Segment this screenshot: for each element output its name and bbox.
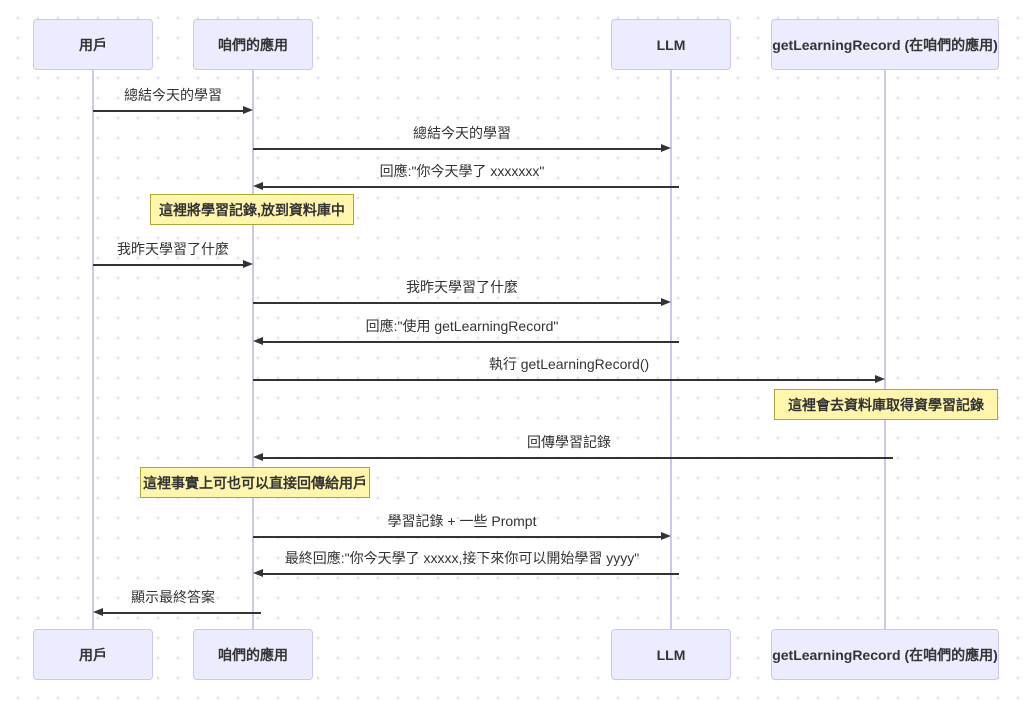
actor-box-top-record: getLearningRecord (在咱們的應用) [771,19,999,70]
note-app: 這裡將學習記錄,放到資料庫中 [150,194,354,225]
message-line [253,148,663,150]
lifeline-llm [670,70,672,630]
actor-label: 用戶 [79,646,107,663]
arrowhead-icon [875,375,885,383]
actor-box-top-user: 用戶 [33,19,153,70]
arrowhead-icon [243,106,253,114]
arrowhead-icon [253,182,263,190]
lifeline-app [252,70,254,630]
arrowhead-icon [661,144,671,152]
arrowhead-icon [93,608,103,616]
message-line [101,612,261,614]
message-label: 總結今天的學習 [413,125,511,141]
message-label: 最終回應:"你今天學了 xxxxx,接下來你可以開始學習 yyyy" [284,550,640,566]
note-app: 這裡事實上可也可以直接回傳給用戶 [140,467,370,498]
actor-label: 咱們的應用 [218,646,288,663]
actor-label: 用戶 [79,36,107,53]
message-line [93,110,245,112]
message-label: 總結今天的學習 [124,87,222,103]
lifeline-user [92,70,94,630]
actor-box-bottom-user: 用戶 [33,629,153,680]
arrowhead-icon [253,337,263,345]
actor-label: getLearningRecord (在咱們的應用) [772,646,998,663]
message-label: 回傳學習記錄 [527,434,611,450]
message-label: 我昨天學習了什麼 [406,279,518,295]
actor-box-bottom-llm: LLM [611,629,731,680]
message-line [253,302,663,304]
message-label: 我昨天學習了什麼 [117,241,229,257]
actor-label: LLM [656,646,686,663]
message-label: 回應:"你今天學了 xxxxxxx" [379,163,545,179]
message-line [261,186,679,188]
message-line [253,536,663,538]
message-line [93,264,245,266]
note-record: 這裡會去資料庫取得資學習記錄 [774,389,998,420]
arrowhead-icon [661,298,671,306]
actor-label: LLM [656,36,686,53]
arrowhead-icon [243,260,253,268]
message-label: 顯示最終答案 [131,589,215,605]
arrowhead-icon [661,532,671,540]
message-line [261,457,893,459]
arrowhead-icon [253,453,263,461]
message-label: 學習記錄 + 一些 Prompt [387,513,537,529]
message-line [253,379,877,381]
actor-label: getLearningRecord (在咱們的應用) [772,36,998,53]
message-label: 回應:"使用 getLearningRecord" [365,318,559,334]
actor-label: 咱們的應用 [218,36,288,53]
lifeline-record [884,70,886,630]
actor-box-top-llm: LLM [611,19,731,70]
message-line [261,573,679,575]
message-label: 執行 getLearningRecord() [488,356,650,372]
message-line [261,341,679,343]
actor-box-bottom-app: 咱們的應用 [193,629,313,680]
arrowhead-icon [253,569,263,577]
actor-box-top-app: 咱們的應用 [193,19,313,70]
actor-box-bottom-record: getLearningRecord (在咱們的應用) [771,629,999,680]
